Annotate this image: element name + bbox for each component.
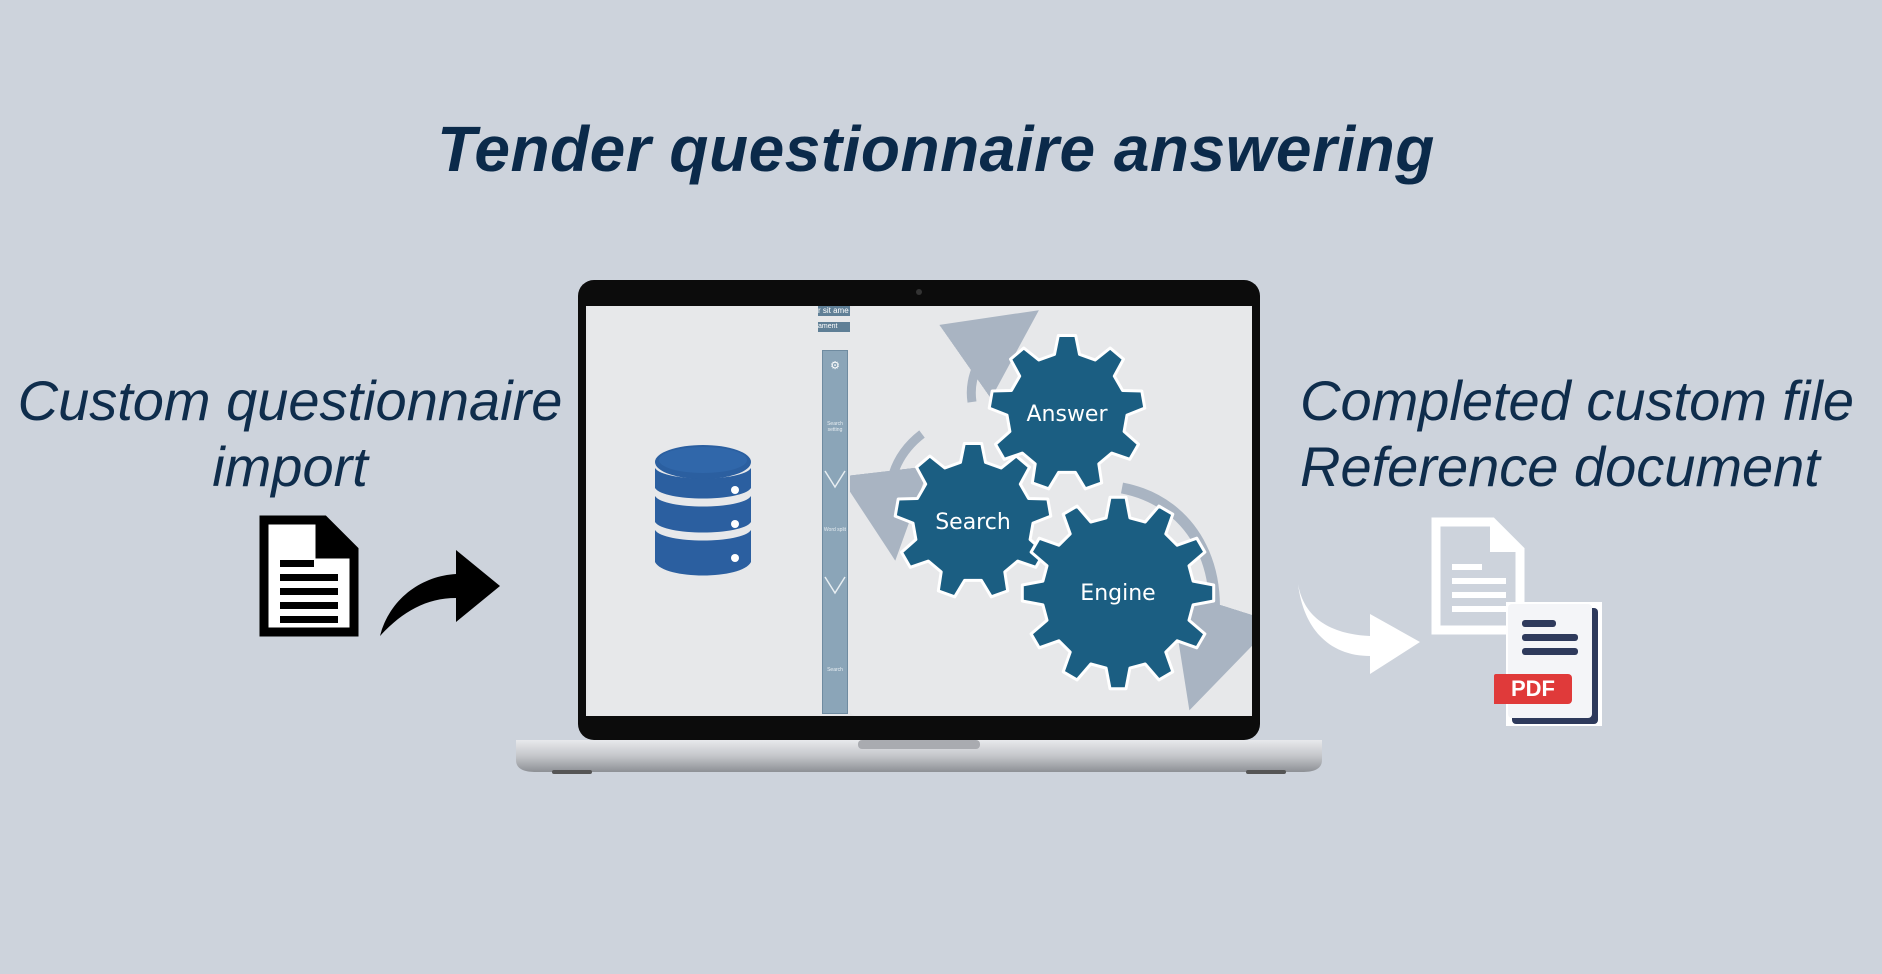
output-label-line-1: Completed custom file (1300, 369, 1855, 432)
gear-label-answer: Answer (1026, 402, 1108, 427)
sidebar-top-text-2: ament (818, 322, 850, 332)
sidebar-step-2: Word split (823, 527, 847, 533)
pdf-badge: PDF (1494, 674, 1572, 704)
output-label-line-2: Reference document (1300, 435, 1820, 498)
chevron-down-icon (824, 576, 846, 595)
import-label: Custom questionnaire import (0, 368, 580, 500)
gear-label-search: Search (935, 510, 1011, 535)
gear-answer-icon (987, 334, 1147, 491)
sidebar-top-text-1: r sit ame (818, 306, 850, 316)
gear-diagram: Answer Search Engine (850, 310, 1252, 711)
document-icon-white (1431, 517, 1525, 635)
screen-sidebar: r sit ame ament ⚙ Search setting Word sp… (818, 306, 850, 716)
chevron-down-icon (824, 470, 846, 489)
cycle-arrow-left (850, 430, 930, 561)
curved-arrow-icon (380, 550, 500, 636)
sidebar-step-1: Search setting (827, 421, 843, 433)
gear-search-icon (893, 442, 1053, 599)
database-icon (655, 445, 751, 576)
output-label: Completed custom file Reference document (1300, 368, 1860, 500)
sidebar-step-3: Search (827, 667, 843, 673)
page-title: Tender questionnaire answering (437, 113, 1435, 185)
sidebar-step-bar: ⚙ Search setting Word split Search (822, 350, 848, 714)
gear-engine-icon (1020, 495, 1216, 691)
settings-icon: ⚙ (830, 360, 840, 372)
import-label-line-2: import (212, 435, 368, 498)
pdf-icon: PDF (1494, 602, 1606, 728)
cycle-arrow-top (939, 310, 1039, 403)
curved-arrow-icon-white (1298, 584, 1420, 674)
document-icon (259, 515, 359, 637)
gear-label-engine: Engine (1080, 581, 1155, 606)
import-label-line-1: Custom questionnaire (17, 369, 563, 432)
